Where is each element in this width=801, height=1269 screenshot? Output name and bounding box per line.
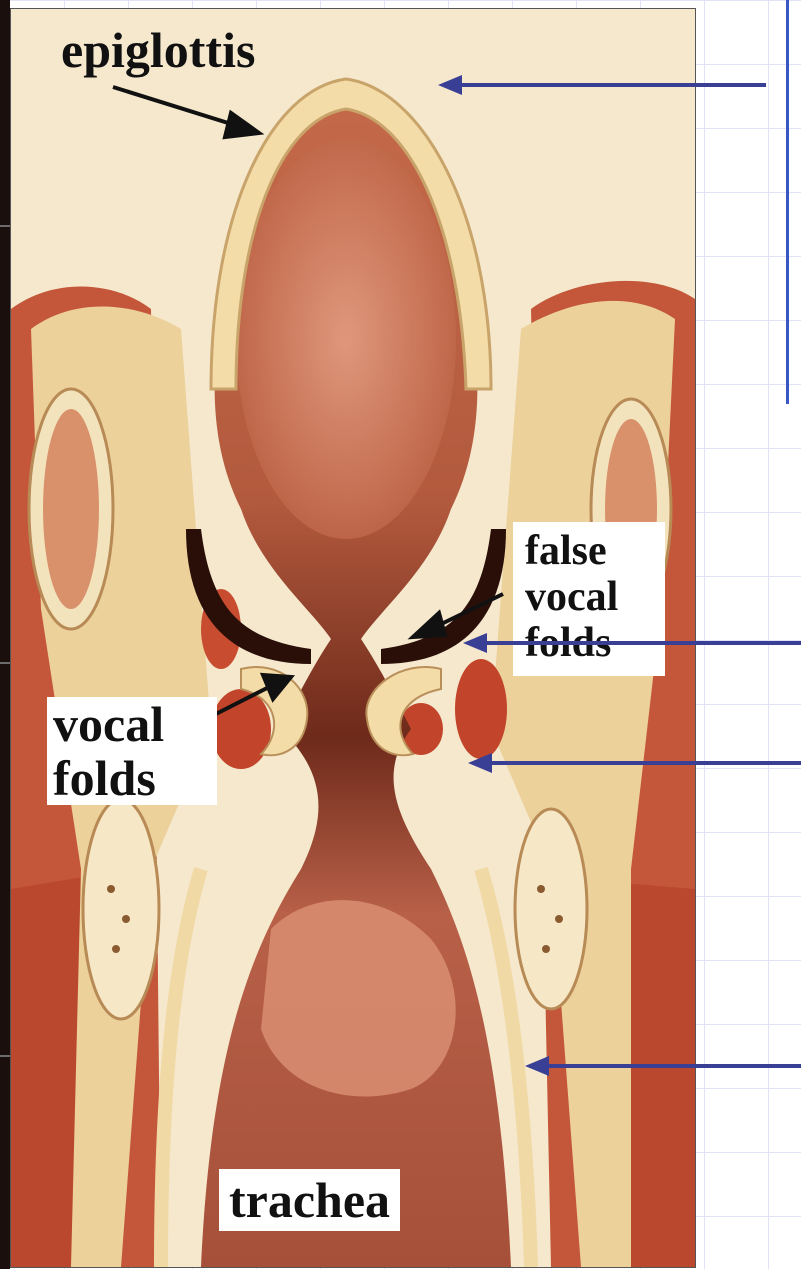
blue-arrowhead-vocal-muscle [468,753,492,773]
blue-arrowhead-false-vocal-folds [463,633,487,653]
blue-arrowhead-epiglottis [438,75,462,95]
blue-arrowhead-trachea-wall [525,1056,549,1076]
